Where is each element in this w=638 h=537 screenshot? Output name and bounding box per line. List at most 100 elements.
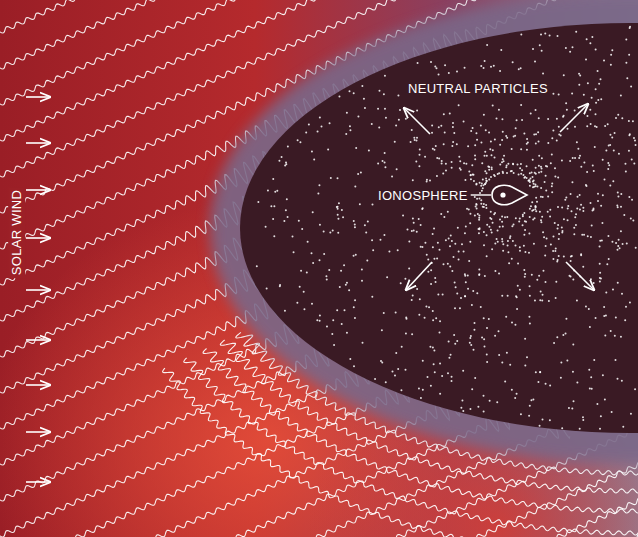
particle-dot	[303, 308, 305, 310]
particle-dot	[337, 214, 339, 216]
particle-dot	[476, 207, 478, 209]
particle-dot	[535, 133, 537, 135]
particle-dot	[329, 122, 331, 124]
particle-dot	[448, 341, 450, 343]
particle-dot	[312, 262, 314, 264]
particle-dot	[513, 172, 515, 174]
particle-dot	[430, 269, 432, 271]
particle-dot	[617, 245, 619, 247]
particle-dot	[524, 176, 526, 178]
particle-dot	[609, 185, 611, 187]
particle-dot	[321, 126, 323, 128]
particle-dot	[607, 168, 609, 170]
particle-dot	[267, 190, 269, 192]
particle-dot	[381, 329, 383, 331]
particle-dot	[552, 93, 554, 95]
particle-dot	[534, 205, 536, 207]
particle-dot	[432, 148, 434, 150]
particle-dot	[552, 250, 554, 252]
wind-arrow	[26, 237, 50, 239]
particle-dot	[435, 145, 437, 147]
particle-dot	[597, 200, 599, 202]
particle-dot	[311, 252, 313, 254]
particle-dot	[452, 141, 454, 143]
particle-dot	[431, 132, 433, 134]
particle-dot	[305, 131, 307, 133]
particle-dot	[478, 217, 480, 219]
particle-dot	[486, 255, 488, 257]
particle-dot	[341, 209, 343, 211]
particle-dot	[344, 309, 346, 311]
particle-dot	[531, 176, 533, 178]
particle-dot	[494, 138, 496, 140]
particle-dot	[293, 251, 295, 253]
field-line	[0, 495, 638, 537]
particle-dot	[478, 268, 480, 270]
particle-dot	[398, 119, 400, 121]
particle-dot	[596, 403, 598, 405]
leader-line	[471, 194, 491, 195]
particle-dot	[388, 250, 390, 252]
particle-dot	[364, 224, 366, 226]
particle-dot	[458, 104, 460, 106]
particle-dot	[478, 219, 480, 221]
particle-dot	[361, 269, 363, 271]
particle-dot	[441, 160, 443, 162]
particle-dot	[565, 318, 567, 320]
particle-dot	[575, 224, 577, 226]
particle-dot	[471, 304, 473, 306]
particle-dot	[592, 164, 594, 166]
particle-dot	[349, 129, 351, 131]
particle-dot	[337, 177, 339, 179]
particle-dot	[621, 380, 623, 382]
particle-dot	[574, 109, 576, 111]
particle-dot	[394, 374, 396, 376]
particle-dot	[547, 118, 549, 120]
particle-dot	[567, 219, 569, 221]
particle-dot	[547, 195, 549, 197]
particle-dot	[438, 158, 440, 160]
particle-dot	[544, 32, 546, 34]
particle-dot	[535, 142, 537, 144]
particle-dot	[578, 157, 580, 159]
particle-dot	[620, 206, 622, 208]
particle-dot	[608, 258, 610, 260]
particle-dot	[480, 125, 482, 127]
particle-dot	[515, 295, 517, 297]
particle-dot	[492, 222, 494, 224]
particle-dot	[557, 224, 559, 226]
particle-dot	[586, 125, 588, 127]
particle-dot	[483, 244, 485, 246]
particle-dot	[512, 240, 514, 242]
particle-dot	[479, 198, 481, 200]
particle-dot	[523, 177, 525, 179]
particle-dot	[353, 365, 355, 367]
particle-dot	[411, 129, 413, 131]
particle-dot	[412, 295, 414, 297]
particle-dot	[510, 170, 512, 172]
particle-dot	[546, 238, 548, 240]
particle-dot	[361, 280, 363, 282]
particle-dot	[424, 156, 426, 158]
particle-dot	[567, 205, 569, 207]
particle-dot	[492, 104, 494, 106]
particle-dot	[524, 229, 526, 231]
particle-dot	[505, 316, 507, 318]
particle-dot	[430, 283, 432, 285]
particle-dot	[542, 73, 544, 75]
particle-dot	[485, 177, 487, 179]
particle-dot	[378, 126, 380, 128]
particle-dot	[571, 92, 573, 94]
particle-dot	[456, 143, 458, 145]
particle-dot	[589, 388, 591, 390]
particle-dot	[346, 282, 348, 284]
particle-dot	[620, 193, 622, 195]
particle-dot	[499, 219, 501, 221]
particle-dot	[540, 166, 542, 168]
particle-dot	[477, 213, 479, 215]
particle-dot	[535, 371, 537, 373]
particle-dot	[528, 316, 530, 318]
particle-dot	[287, 145, 289, 147]
particle-dot	[582, 266, 584, 268]
particle-dot	[328, 269, 330, 271]
